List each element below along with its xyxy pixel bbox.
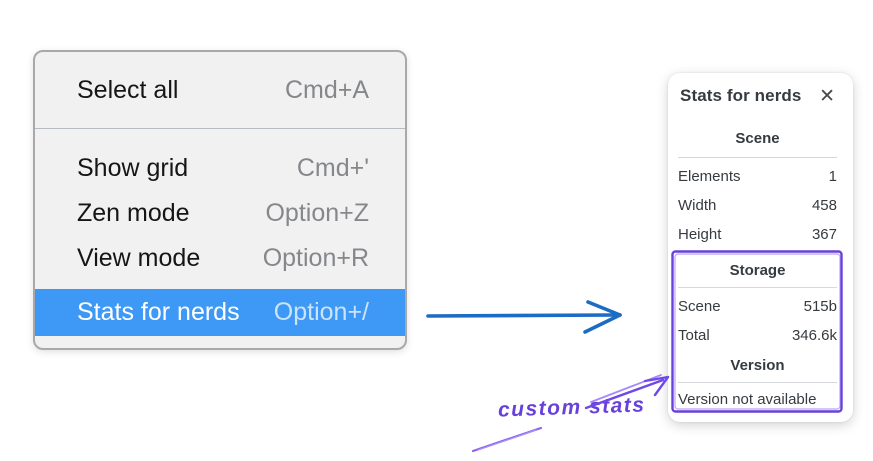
section-scene: Scene Elements 1 Width 458 Height 367 — [678, 129, 837, 249]
section-divider — [678, 287, 837, 288]
menu-item-label: Stats for nerds — [77, 298, 240, 326]
stats-panel-header: Stats for nerds ✕ — [678, 85, 837, 107]
menu-item-label: Show grid — [77, 154, 189, 182]
stat-row-elements: Elements 1 — [678, 162, 837, 191]
menu-divider — [35, 128, 405, 129]
menu-item-shortcut: Option+R — [262, 244, 369, 272]
menu-item-shortcut: Cmd+' — [296, 154, 369, 182]
stat-label: Scene — [678, 298, 721, 315]
stat-value: 458 — [811, 197, 837, 214]
stat-row-scene: Scene 515b — [678, 292, 837, 321]
stat-label: Width — [678, 197, 717, 214]
stat-label: Total — [678, 327, 710, 344]
version-note: Version not available — [678, 391, 817, 408]
menu-item-shortcut: Option+/ — [273, 298, 369, 326]
menu-item-zen-mode[interactable]: Zen mode Option+Z — [35, 191, 405, 236]
menu-item-label: View mode — [77, 244, 201, 272]
stat-value: 367 — [811, 226, 837, 243]
stat-row-height: Height 367 — [678, 220, 837, 249]
menu-item-show-grid[interactable]: Show grid Cmd+' — [35, 146, 405, 191]
section-heading: Version — [730, 357, 785, 374]
menu-item-shortcut: Cmd+A — [284, 75, 369, 104]
custom-stats-annotation-text[interactable]: custom stats — [497, 393, 646, 422]
section-divider — [678, 382, 837, 383]
stat-value: 515b — [803, 298, 837, 315]
stat-value: 346.6k — [791, 327, 837, 344]
section-heading: Storage — [729, 262, 786, 279]
close-icon[interactable]: ✕ — [819, 85, 835, 107]
menu-item-label: Select all — [77, 75, 179, 104]
section-divider — [678, 157, 837, 158]
context-menu: Select all Cmd+A Show grid Cmd+' Zen mod… — [33, 50, 407, 350]
menu-item-stats-for-nerds[interactable]: Stats for nerds Option+/ — [35, 289, 405, 336]
stat-label: Height — [678, 226, 722, 243]
stat-label: Elements — [678, 168, 741, 185]
menu-item-label: Zen mode — [77, 199, 190, 227]
stat-row-width: Width 458 — [678, 191, 837, 220]
stats-panel-title: Stats for nerds — [680, 86, 802, 105]
menu-item-select-all[interactable]: Select all Cmd+A — [35, 52, 405, 128]
menu-item-shortcut: Option+Z — [265, 199, 369, 227]
stats-panel: Stats for nerds ✕ Scene Elements 1 Width… — [668, 73, 853, 422]
stat-row-total: Total 346.6k — [678, 321, 837, 350]
menu-item-view-mode[interactable]: View mode Option+R — [35, 236, 405, 281]
section-heading: Scene — [735, 130, 780, 147]
menu-to-panel-arrow[interactable] — [426, 300, 622, 334]
annotation-underline-stroke[interactable] — [471, 426, 543, 453]
stat-value: 1 — [828, 168, 837, 185]
section-storage: Storage Scene 515b Total 346.6k — [678, 261, 837, 350]
section-version: Version Version not available — [678, 356, 837, 414]
menu-group: Show grid Cmd+' Zen mode Option+Z View m… — [35, 129, 405, 336]
